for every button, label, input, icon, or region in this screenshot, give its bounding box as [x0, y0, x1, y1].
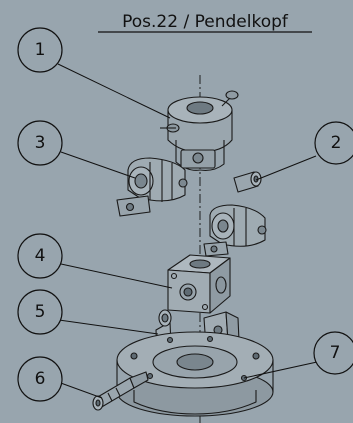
callout-4-number: 4	[35, 246, 46, 266]
callout-1-number: 1	[35, 40, 46, 60]
part-2-set-screw	[233, 171, 262, 193]
callout-3: 3	[17, 120, 63, 166]
part-6-adjustment-screw	[92, 371, 149, 411]
leader-lines	[57, 63, 318, 399]
part-4-cube-block	[167, 254, 231, 314]
callout-7-number: 7	[330, 343, 341, 363]
part-clamp-half-right	[203, 204, 267, 257]
callout-2: 2	[314, 121, 353, 165]
callout-6: 6	[17, 356, 63, 402]
callout-1: 1	[17, 27, 63, 73]
callout-2-number: 2	[331, 133, 342, 153]
callout-4: 4	[17, 233, 63, 279]
callout-6-number: 6	[35, 369, 46, 389]
callout-5-number: 5	[35, 302, 46, 322]
part-3-clamp-half	[116, 157, 188, 217]
callout-3-number: 3	[35, 133, 46, 153]
callout-5: 5	[17, 289, 63, 335]
part-7-base-plate	[116, 331, 274, 417]
part-1-clamp-head	[160, 90, 239, 171]
callout-7: 7	[313, 331, 353, 375]
drawing-title: Pos.22 / Pendelkopf	[122, 12, 289, 32]
